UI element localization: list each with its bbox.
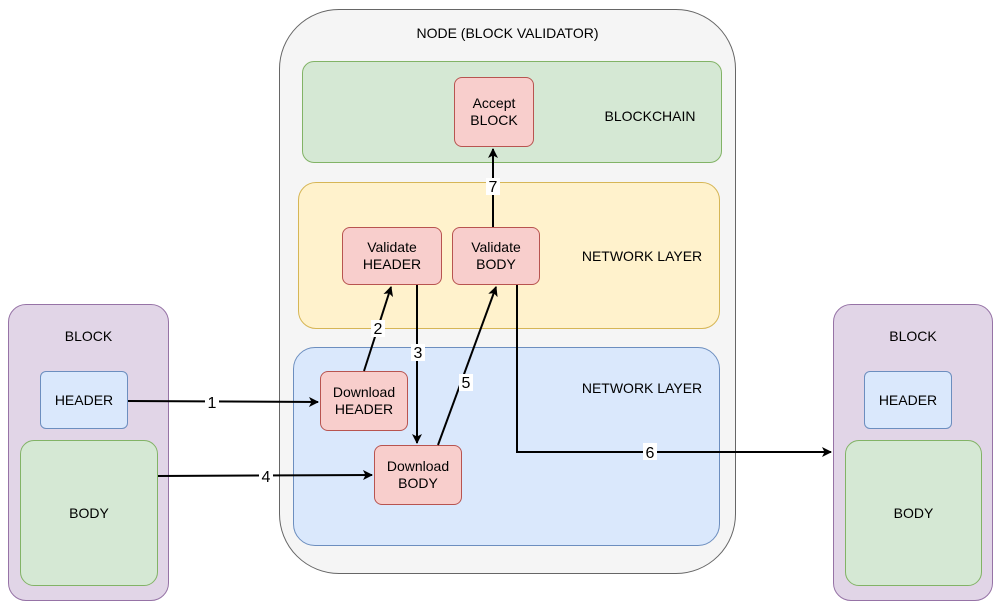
right-block-body: BODY: [845, 440, 982, 586]
arrow-4-label: 4: [262, 469, 271, 486]
arrow-7-label-bg: [486, 178, 500, 195]
left-block-body: BODY: [20, 440, 158, 586]
node-title: NODE (BLOCK VALIDATOR): [416, 25, 599, 41]
arrow-6-label: 6: [646, 445, 655, 462]
arrow-1-label-bg: [205, 394, 219, 410]
right-block-title: BLOCK: [889, 328, 937, 344]
arrow-3-label: 3: [414, 345, 423, 362]
arrow-2-label: 2: [374, 321, 383, 338]
arrow-1-label: 1: [208, 395, 217, 412]
network-layer-download-label: NETWORK LAYER: [581, 380, 703, 396]
left-block-title: BLOCK: [64, 328, 113, 344]
arrow-1: [127, 396, 319, 407]
arrow-5-label-bg: [459, 374, 473, 391]
arrow-6-label-bg: [643, 443, 657, 460]
right-block-header: HEADER: [864, 371, 952, 429]
arrow-7-label: 7: [489, 179, 498, 196]
blockchain-layer-label: BLOCKCHAIN: [604, 108, 696, 124]
network-layer-validation-label: NETWORK LAYER: [581, 248, 703, 264]
arrow-3-label-bg: [411, 344, 425, 361]
arrow-5-label: 5: [462, 375, 471, 392]
left-block-header: HEADER: [40, 371, 128, 429]
arrow-6: [516, 285, 832, 457]
arrow-2-label-bg: [371, 320, 385, 337]
arrow-5: [437, 286, 498, 446]
arrow-4-label-bg: [259, 467, 273, 484]
